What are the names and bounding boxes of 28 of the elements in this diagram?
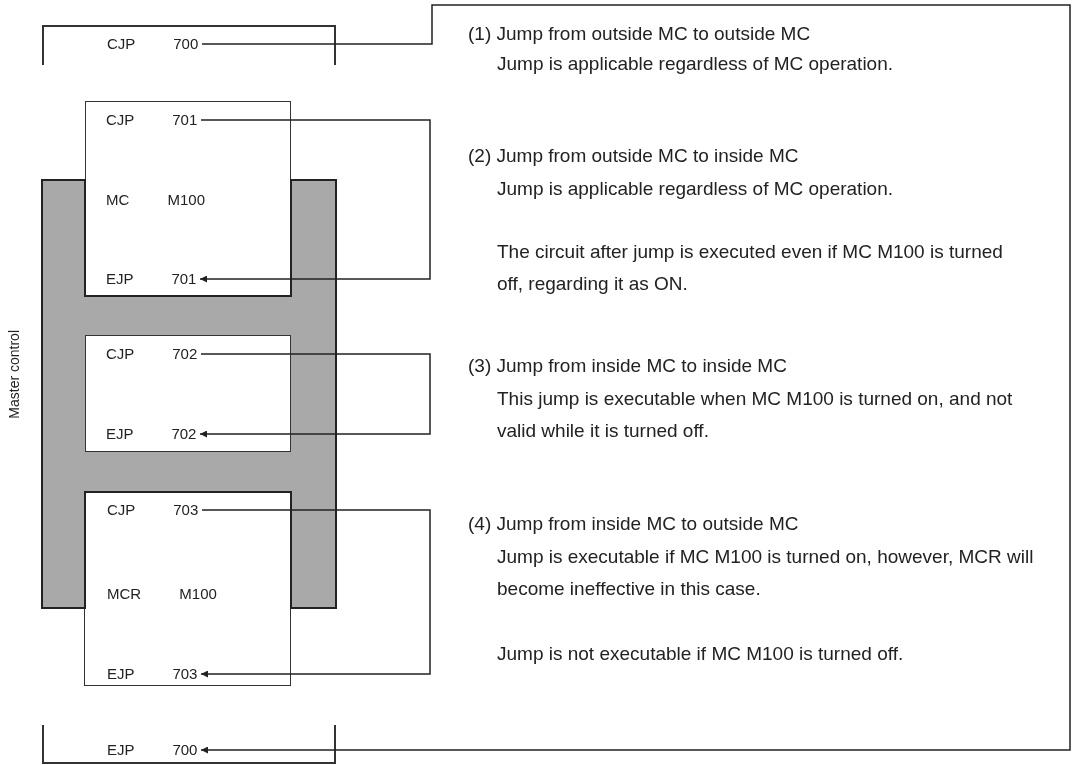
jump-arrow (199, 119, 431, 283)
instruction-text: EJP 701 (86, 267, 292, 291)
item-text: This jump is executable when MC M100 is turned on, and not valid while it is turned off. (497, 387, 1014, 443)
instruction-text: CJP 702 (86, 342, 292, 366)
instruction-text: MC M100 (86, 188, 292, 212)
item-heading: (4) Jump from inside MC to outside MC (468, 512, 800, 536)
side-label: Master control (6, 330, 22, 419)
instruction-text: EJP 700 (44, 738, 338, 762)
bracket-outline (42, 725, 336, 764)
item-text: Jump is not executable if MC M100 is turned off. (497, 642, 905, 666)
instruction-text: CJP 701 (86, 108, 292, 132)
jump-arrow (200, 4, 1071, 754)
item-heading: (2) Jump from outside MC to inside MC (468, 144, 800, 168)
jump-arrow (199, 353, 431, 438)
instruction-text: MCR M100 (85, 582, 292, 606)
instruction-text: EJP 702 (86, 422, 292, 446)
instruction-text: CJP 703 (85, 498, 292, 522)
instruction-text: EJP 703 (85, 662, 292, 686)
bracket-outline (42, 25, 336, 65)
program-box (85, 335, 291, 452)
item-text: The circuit after jump is executed even if MC M100 is turned off, regarding it as ON. (497, 240, 1004, 296)
jump-arrow (200, 509, 431, 678)
item-text: Jump is applicable regardless of MC operation. (497, 52, 895, 76)
item-heading: (1) Jump from outside MC to outside MC (468, 22, 812, 46)
item-heading: (3) Jump from inside MC to inside MC (468, 354, 788, 378)
item-text: Jump is applicable regardless of MC operation. (497, 177, 895, 201)
item-text: Jump is executable if MC M100 is turned on, however, MCR will become ineffective in this case. (497, 545, 1035, 601)
instruction-text: CJP 700 (44, 32, 338, 56)
